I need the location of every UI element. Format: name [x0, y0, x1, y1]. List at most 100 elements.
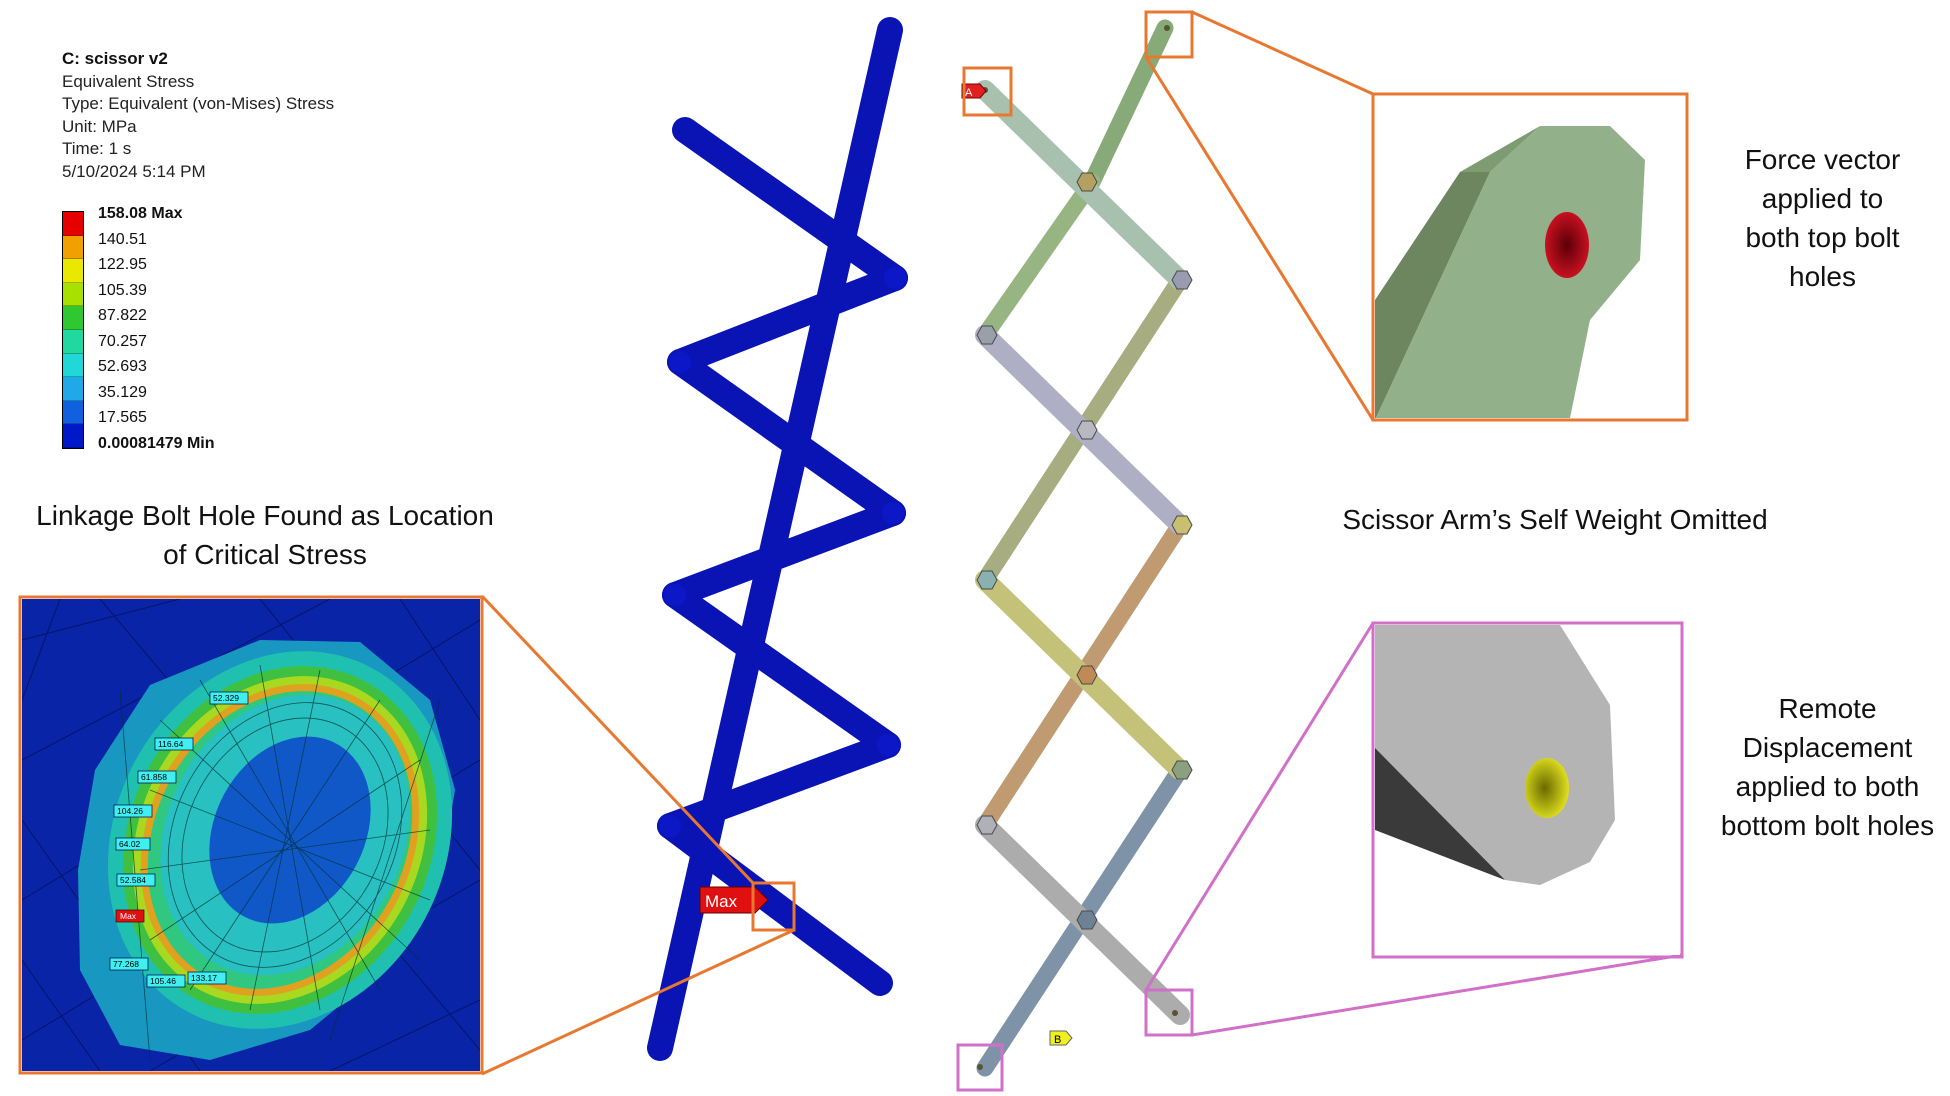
legend-label: 87.822 [98, 307, 147, 324]
svg-text:77.268: 77.268 [113, 959, 139, 969]
legend-label: 140.51 [98, 230, 147, 248]
legend-swatch [63, 353, 83, 378]
bolt-hole [1172, 1010, 1178, 1016]
leader-line [480, 594, 755, 885]
zoom-contour-mesh [119, 664, 441, 1061]
stress-link [657, 813, 893, 996]
probe-tag: 116.64 [154, 737, 194, 751]
force-vector-caption: Force vector applied to both top bolt ho… [1744, 144, 1901, 292]
result-line: Type: Equivalent (von-Mises) Stress [62, 94, 335, 114]
probe-tag: Max [115, 909, 145, 923]
pink-leaders [1144, 622, 1683, 1037]
stress-link [662, 500, 906, 608]
legend-label: 35.129 [98, 383, 147, 401]
b-marker-label: B [1054, 1034, 1061, 1046]
arm-dark-side [1375, 172, 1490, 418]
hex-bolt-icon [1076, 910, 1098, 930]
a-marker-label: A [965, 87, 973, 99]
hex-bolt-icon [976, 570, 998, 590]
joint-cap [669, 351, 691, 373]
max-marker-label: Max [705, 892, 738, 911]
hex-bolt-icon [1076, 665, 1098, 685]
a-marker: A [961, 83, 987, 99]
legend-label: 105.39 [98, 281, 147, 299]
legend-label: 52.693 [98, 358, 147, 375]
result-line: Equivalent Stress [62, 71, 195, 91]
arm-top-edge [1460, 126, 1540, 172]
bottom-left-hole-box [956, 1043, 1004, 1092]
self-weight-caption: Scissor Arm’s Self Weight Omitted [1342, 504, 1768, 535]
legend-label: 70.257 [98, 332, 147, 350]
critical-stress-caption: Linkage Bolt Hole Found as Location of C… [36, 500, 494, 570]
leader-line [1191, 953, 1683, 1037]
hex-bolt-icon [976, 325, 998, 345]
stress-link [672, 117, 908, 291]
displacement-zoom-panel [1371, 621, 1684, 959]
stress-link [667, 349, 906, 526]
leader-line [1144, 622, 1375, 991]
probe-tag: 52.329 [209, 691, 249, 705]
stress-zoom-frame [18, 595, 484, 1075]
hex-bolt-icon [1076, 172, 1098, 192]
legend-color-bar [62, 211, 84, 449]
svg-text:Max: Max [120, 911, 137, 921]
arm-face [1375, 625, 1615, 885]
bolt-hole-yellow [1525, 758, 1569, 818]
bolt-hole-red [1545, 212, 1589, 278]
stress-zoom-panel: 52.329 116.64 61.858 104.26 64.02 52.584… [18, 595, 484, 1075]
leader-line [1144, 56, 1375, 421]
legend-label: 0.00081479 Min [98, 435, 215, 452]
max-highlight-box [751, 881, 796, 932]
stress-joint-caps [659, 267, 906, 837]
force-zoom-frame [1371, 92, 1689, 422]
remote-displacement-caption: Remote Displacement applied to both bott… [1720, 693, 1935, 841]
assembly-bolts [976, 172, 1193, 930]
probe-tag: 52.584 [116, 873, 156, 887]
rail-segment [976, 173, 1101, 344]
hex-bolt-icon [1076, 420, 1098, 440]
leader-line [1191, 10, 1374, 96]
result-line: Unit: MPa [62, 116, 137, 136]
probe-tags: 52.329 116.64 61.858 104.26 64.02 52.584… [109, 691, 249, 988]
result-title: C: scissor v2 [62, 49, 168, 68]
stress-link [662, 582, 901, 758]
stress-link [657, 732, 901, 839]
legend-swatch [63, 424, 83, 448]
hex-bolt-icon [1171, 270, 1193, 290]
legend-label: 17.565 [98, 409, 147, 426]
result-line: Time: 1 s [62, 139, 132, 159]
legend-swatch [63, 329, 83, 354]
legend-label: 158.08 Max [98, 205, 183, 222]
legend-label: 122.95 [98, 256, 147, 273]
max-marker: Max [699, 881, 796, 932]
svg-text:105.46: 105.46 [150, 976, 176, 986]
hex-bolt-icon [1171, 515, 1193, 535]
bottom-right-hole-box [1144, 988, 1194, 1037]
a-flag [961, 83, 987, 99]
hex-bolt-icon [1171, 760, 1193, 780]
joint-cap [664, 584, 686, 606]
legend-swatch [63, 282, 83, 307]
legend-swatch [63, 235, 83, 260]
joint-cap [877, 734, 899, 756]
result-info: C: scissor v2 Equivalent Stress Type: Eq… [62, 48, 334, 184]
stress-link [667, 265, 908, 375]
svg-text:116.64: 116.64 [158, 739, 184, 749]
svg-text:133.17: 133.17 [191, 973, 217, 983]
bolt-hole [1164, 25, 1170, 31]
legend-swatch [63, 212, 83, 236]
legend-swatch [63, 377, 83, 401]
joint-cap [884, 267, 906, 289]
joint-cap [882, 502, 904, 524]
leader-line [481, 928, 795, 1076]
b-flag [1049, 1030, 1073, 1046]
probe-tag: 77.268 [109, 957, 149, 971]
bolt-hole-dots [977, 25, 1178, 1070]
svg-text:52.329: 52.329 [213, 693, 239, 703]
legend-swatch [63, 259, 83, 283]
top-right-hole-box [1144, 10, 1194, 59]
force-zoom-panel [1371, 92, 1689, 422]
orange-leaders [480, 10, 1375, 1076]
probe-tag: 133.17 [187, 971, 227, 985]
